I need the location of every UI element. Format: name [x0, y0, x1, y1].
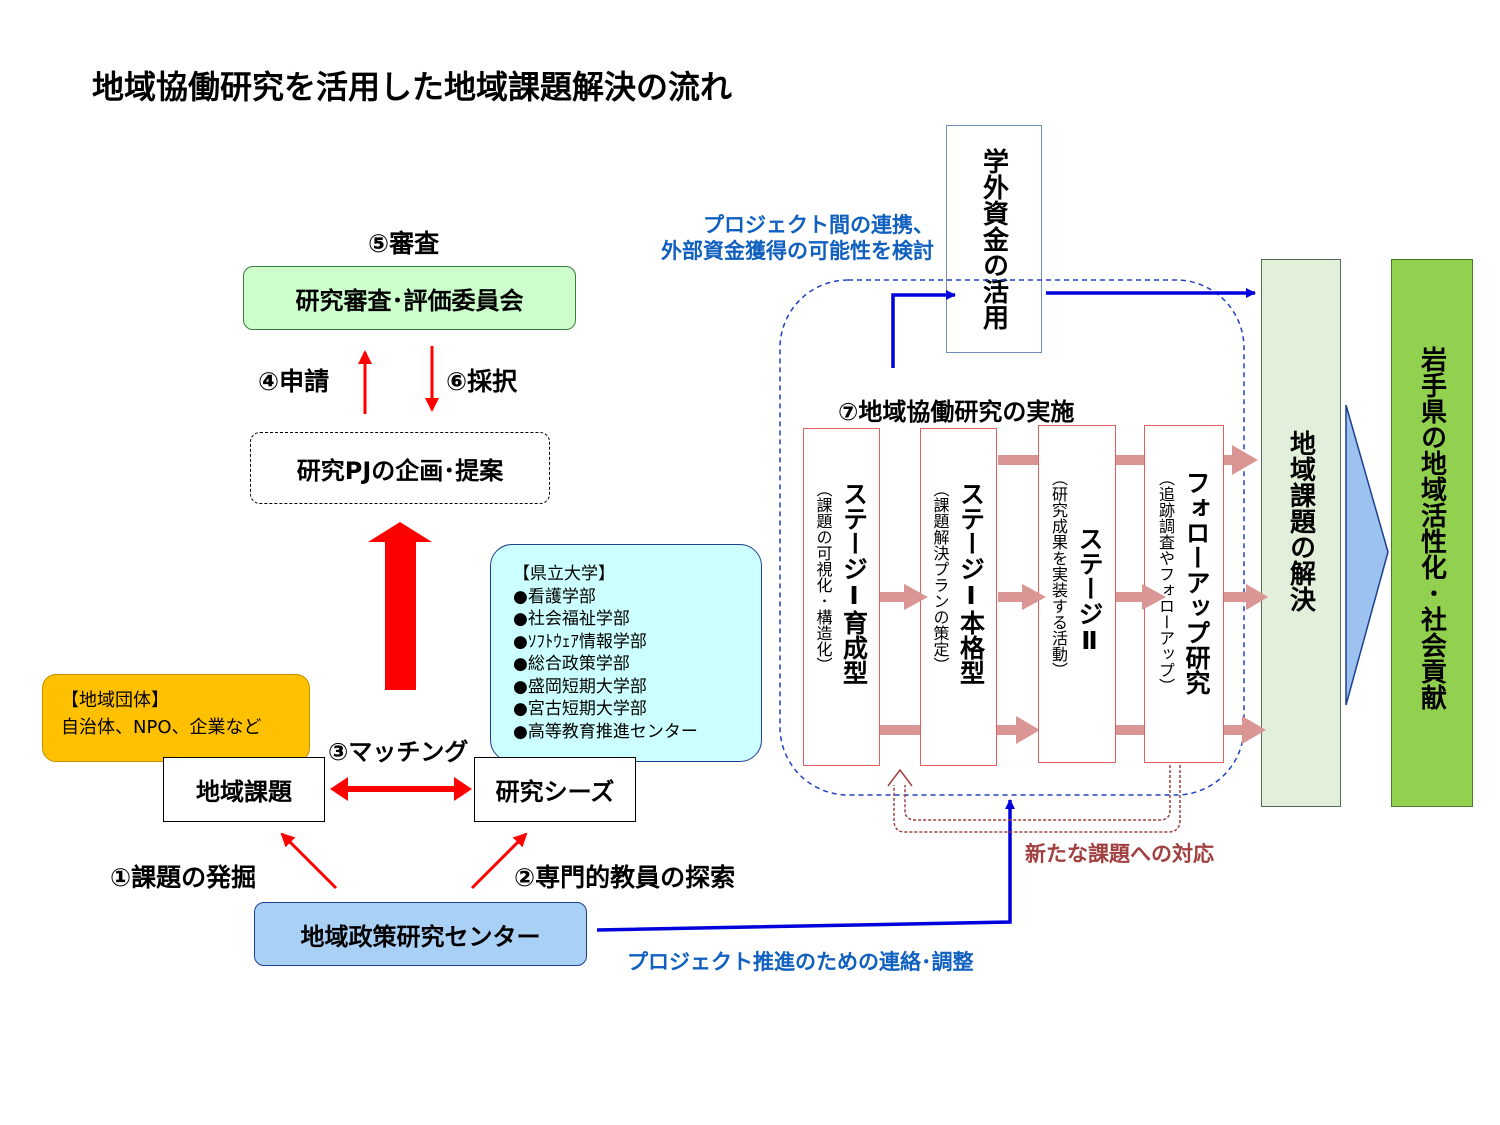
solution-box: 地域課題の解決: [1261, 259, 1341, 807]
search-arrow: [470, 832, 528, 890]
apply-label: ④申請: [258, 367, 330, 396]
university-item: ●社会福祉学部: [513, 609, 630, 629]
community-heading: 【地域団体】: [61, 690, 169, 711]
community-text: 自治体、NPO、企業など: [61, 717, 262, 738]
matching-double-arrow: [330, 777, 472, 801]
discover-label: ①課題の発掘: [110, 863, 257, 892]
university-item: ●ｿﾌﾄｳｪｱ情報学部: [513, 631, 647, 652]
seeds-box: 研究シーズ: [474, 757, 636, 822]
proposal-box: 研究PJの企画･提案: [250, 432, 550, 504]
center-label: 地域政策研究センター: [300, 922, 541, 951]
stage-1-full-title: ステージⅠ本格型: [956, 481, 986, 685]
stage-1-nurture-box: ステージⅠ育成型 （課題の可視化･構造化）: [803, 428, 880, 766]
stage-1-full-box: ステージⅠ本格型 （課題解決プランの策定）: [920, 428, 997, 766]
solution-label: 地域課題の解決: [1285, 430, 1316, 612]
discover-arrow: [280, 832, 338, 890]
solution-contribution-triangle: [1345, 404, 1389, 706]
new-issue-label: 新たな課題への対応: [1025, 842, 1214, 866]
external-fund-arrow: [891, 290, 956, 368]
university-item: ●総合政策学部: [513, 654, 630, 674]
university-item: ●高等教育推進センター: [513, 721, 698, 742]
big-up-arrow: [368, 522, 432, 690]
page-title: 地域協働研究を活用した地域課題解決の流れ: [92, 68, 733, 106]
university-box: 【県立大学】 ●看護学部 ●社会福祉学部 ●ｿﾌﾄｳｪｱ情報学部 ●総合政策学部…: [490, 544, 762, 762]
follow-up-box: フォローアップ研究 （追跡調査やフォローアップ）: [1144, 425, 1224, 763]
stage-1-nurture-note: （課題の可視化･構造化）: [813, 481, 833, 673]
external-note-line2: 外部資金獲得の可能性を検討: [661, 239, 934, 263]
university-heading: 【県立大学】: [513, 564, 615, 584]
search-label: ②専門的教員の探索: [514, 863, 736, 892]
review-step-label: ⑤審査: [368, 229, 440, 258]
stage-2-note: （研究成果を実装する活動）: [1049, 470, 1068, 678]
implementation-region: [779, 279, 1245, 796]
follow-up-note: （追跡調査やフォローアップ）: [1156, 470, 1175, 694]
external-fund-label: 学外資金の活用: [978, 148, 1009, 330]
review-committee-box: 研究審査･評価委員会: [243, 266, 576, 330]
stage-2-box: ステージⅡ （研究成果を実装する活動）: [1038, 425, 1116, 763]
review-committee-label: 研究審査･評価委員会: [295, 286, 524, 315]
issue-box: 地域課題: [163, 757, 325, 822]
contribution-label: 岩手県の地域活性化･社会貢献: [1416, 346, 1447, 710]
implementation-label: ⑦地域協働研究の実施: [838, 398, 1075, 426]
external-fund-box: 学外資金の活用: [946, 125, 1042, 353]
liaison-label: プロジェクト推進のための連絡･調整: [627, 950, 974, 974]
adopt-label: ⑥採択: [446, 367, 518, 396]
issue-label: 地域課題: [196, 778, 292, 806]
stage-1-full-note: （課題解決プランの策定）: [930, 481, 950, 673]
proposal-label: 研究PJの企画･提案: [296, 456, 504, 485]
university-item: ●盛岡短期大学部: [513, 676, 647, 697]
stage-2-title: ステージⅡ: [1075, 526, 1104, 655]
university-item: ●看護学部: [513, 586, 596, 607]
seeds-label: 研究シーズ: [495, 778, 615, 806]
contribution-box: 岩手県の地域活性化･社会貢献: [1391, 259, 1473, 807]
external-note: プロジェクト間の連携、 外部資金獲得の可能性を検討: [610, 212, 934, 264]
stage-1-nurture-title: ステージⅠ育成型: [839, 481, 869, 685]
follow-up-title: フォローアップ研究: [1182, 470, 1211, 695]
center-box: 地域政策研究センター: [254, 902, 587, 966]
pink-arrow-top: [998, 445, 1258, 475]
liaison-arrow: [596, 799, 1015, 932]
matching-label: ③マッチング: [328, 738, 469, 766]
community-box: 【地域団体】 自治体、NPO、企業など: [42, 674, 310, 762]
external-note-line1: プロジェクト間の連携、: [703, 213, 934, 237]
feedback-loop: [887, 765, 1181, 833]
pink-arrow-s4-solution: [1224, 584, 1268, 610]
university-item: ●宮古短期大学部: [513, 699, 647, 719]
